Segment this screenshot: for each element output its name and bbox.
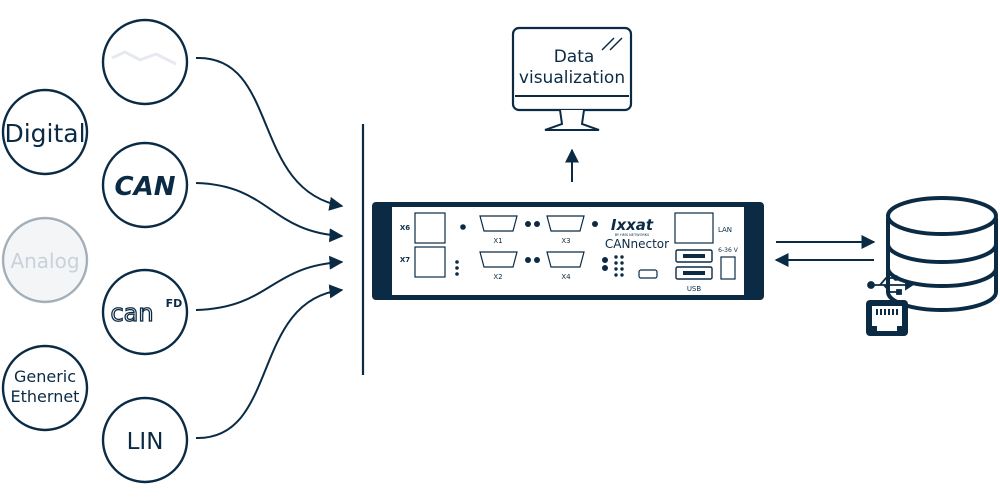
port-x6 (414, 212, 446, 244)
analog-background-circle (3, 218, 87, 302)
visualization-line2: visualization (519, 68, 625, 88)
port-x2 (479, 251, 518, 268)
label-lan: LAN (718, 226, 732, 234)
input-can: CAN (101, 141, 189, 229)
canfd-suffix: FD (166, 297, 183, 310)
arrow-canfd (195, 255, 344, 311)
label-x2: X2 (493, 273, 502, 281)
label-x3: X3 (561, 237, 570, 245)
database-icon (886, 196, 998, 312)
brand-logo: Ixxat (611, 216, 654, 234)
port-power (720, 256, 736, 280)
port-lan (674, 212, 714, 244)
digital-label: Digital (4, 119, 85, 148)
port-x4 (546, 251, 585, 268)
brand-sub: BY HMS NETWORKS (615, 233, 650, 237)
label-x7: X7 (400, 256, 410, 264)
port-x3 (546, 215, 585, 232)
screen-glare-icon (601, 37, 615, 51)
canfd-logo-text: can (110, 299, 153, 327)
mini-usb-port (638, 269, 658, 279)
ethernet-port-icon (866, 300, 908, 336)
input-lin: LIN (101, 396, 189, 484)
input-can-fd: can FD (101, 268, 189, 356)
monitor-stand (544, 109, 600, 131)
input-digital: Digital (1, 88, 89, 176)
label-usb: USB (687, 285, 702, 293)
data-visualization-monitor: Data visualization (511, 26, 633, 131)
label-x1: X1 (493, 237, 502, 245)
arrow-can (195, 182, 344, 243)
generic-label: Generic (14, 367, 76, 386)
lin-label: LIN (127, 429, 164, 455)
label-x6: X6 (400, 224, 410, 232)
ethernet-label: Ethernet (11, 387, 80, 406)
cannector-device: X6 X7 X1 X2 X3 X4 Ixxa (372, 202, 764, 300)
faded-signal-icon (111, 50, 177, 66)
port-x1 (479, 215, 518, 232)
led-grid (614, 255, 624, 277)
input-analog: Analog (1, 216, 89, 304)
usb-icon (867, 275, 914, 295)
label-power: 6-36 V (718, 247, 739, 254)
arrow-top-input (195, 56, 344, 211)
input-top-faded (101, 18, 189, 106)
can-logo-text: CAN (115, 172, 176, 202)
arrow-lin (195, 284, 344, 440)
analog-label: Analog (10, 249, 79, 273)
input-generic-ethernet: Generic Ethernet (1, 344, 89, 432)
model-name: CANnector (605, 237, 669, 251)
visualization-line1: Data (554, 47, 595, 67)
label-x4: X4 (561, 273, 571, 281)
port-x7 (414, 246, 446, 278)
